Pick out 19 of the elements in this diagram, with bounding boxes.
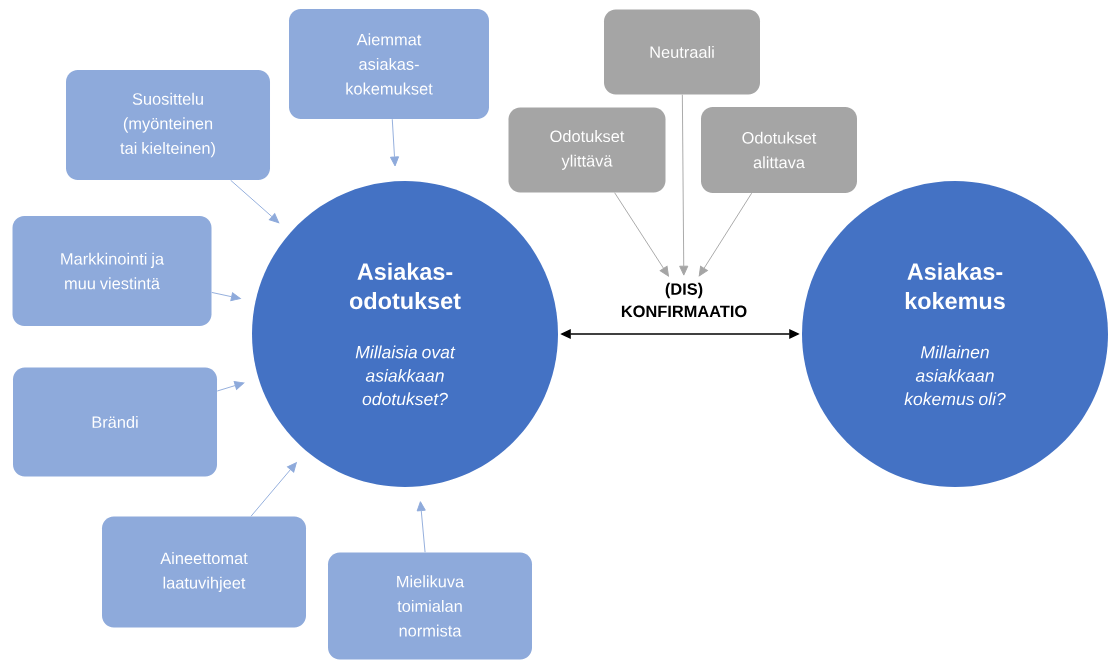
arrow — [389, 118, 400, 167]
factor-box: Mielikuva toimialan normista — [328, 552, 532, 660]
arrow — [211, 291, 241, 302]
arrow — [230, 179, 280, 224]
outcome-box: Odotukset ylittävä — [508, 107, 666, 193]
factor-box: Aiemmat asiakas- kokemukset — [289, 9, 489, 119]
factor-box: Aineettomat laatuvihjeet — [102, 516, 306, 628]
arrow — [698, 192, 753, 277]
arrow — [216, 381, 245, 392]
arrow — [614, 192, 669, 277]
factor-box: Markkinointi ja muu viestintä — [12, 216, 212, 326]
factor-box: Brändi — [13, 367, 217, 477]
arrow — [250, 462, 297, 517]
outcome-box: Neutraali — [604, 9, 760, 95]
arrow — [679, 94, 689, 276]
confirmation-label: (DIS) KONFIRMAATIO — [606, 280, 762, 320]
arrow — [416, 501, 426, 553]
outcome-box: Odotukset alittava — [701, 107, 857, 193]
factor-box: Suosittelu (myönteinen tai kielteinen) — [66, 70, 270, 180]
